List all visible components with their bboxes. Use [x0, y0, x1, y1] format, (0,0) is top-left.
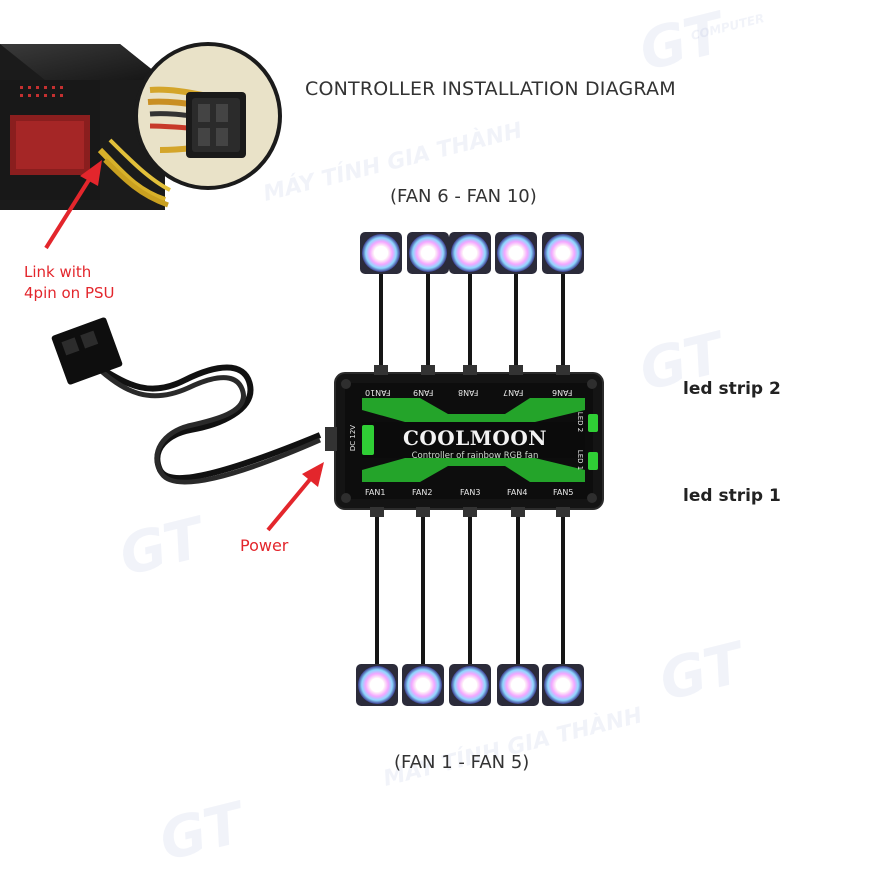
port-label-fan6: FAN6 [552, 388, 573, 397]
controller-brand: COOLMOON [402, 426, 548, 450]
led-strip-2-label: led strip 2 [683, 379, 781, 399]
port-label-fan7: FAN7 [503, 388, 524, 397]
port-label-fan2: FAN2 [412, 488, 433, 497]
fan-bottom-group-label: (FAN 1 - FAN 5) [394, 752, 530, 773]
top-fans [360, 232, 584, 274]
fan-1 [356, 664, 398, 706]
port-label-fan8: FAN8 [458, 388, 479, 397]
fan-4 [497, 664, 539, 706]
fan-5 [542, 664, 584, 706]
port-label-fan10: FAN10 [365, 388, 391, 397]
controller-box [325, 365, 604, 517]
arrow-power [266, 462, 324, 532]
port-label-fan9: FAN9 [413, 388, 434, 397]
port-label-fan1: FAN1 [365, 488, 386, 497]
fan-top-group-label: (FAN 6 - FAN 10) [390, 186, 537, 207]
psu-note-line2: 4pin on PSU [24, 284, 115, 302]
fan-3 [449, 664, 491, 706]
power-label: Power [240, 536, 289, 555]
fan-7 [407, 232, 449, 274]
fan-6 [360, 232, 402, 274]
psu-note-line1: Link with [24, 263, 92, 281]
port-label-fan3: FAN3 [460, 488, 481, 497]
fan-9 [495, 232, 537, 274]
controller-subtitle: Controller of rainbow RGB fan [411, 451, 539, 461]
fan-10 [542, 232, 584, 274]
bottom-fan-cables [375, 510, 565, 665]
psu-note: Link with 4pin on PSU [24, 262, 115, 304]
port-label-fan5: FAN5 [553, 488, 574, 497]
psu-unit [0, 44, 171, 210]
fan-2 [402, 664, 444, 706]
arrow-psu [44, 160, 102, 250]
port-label-dc: DC 12V [349, 424, 358, 452]
fan-8 [449, 232, 491, 274]
psu-connector-zoom [134, 42, 282, 190]
diagram-title: CONTROLLER INSTALLATION DIAGRAM [305, 78, 676, 100]
top-fan-cables [379, 270, 565, 372]
port-label-led2: LED 2 [576, 411, 585, 433]
molex-plug [51, 317, 322, 485]
port-label-led1: LED 1 [576, 449, 585, 471]
led-strip-1-label: led strip 1 [683, 486, 781, 506]
port-label-fan4: FAN4 [507, 488, 528, 497]
bottom-fans [356, 664, 584, 706]
